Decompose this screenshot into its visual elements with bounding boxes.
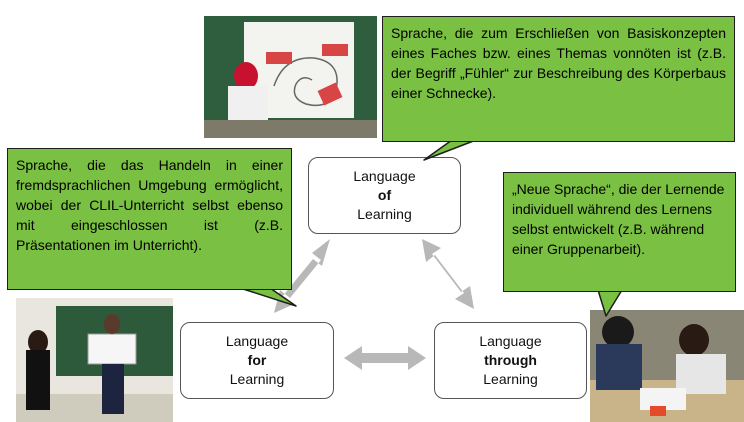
node-through-line3: Learning: [483, 371, 538, 387]
node-for-line3: Learning: [229, 371, 285, 387]
photo-group-work: [590, 310, 744, 422]
bubble-of-text: Sprache, die zum Erschließen von Basisko…: [391, 25, 726, 101]
node-language-for-learning: Language for Learning: [180, 322, 334, 399]
node-for-line2: for: [247, 352, 267, 368]
node-language-through-learning: Language through Learning: [434, 322, 587, 399]
bubble-for-text: Sprache, die das Handeln in einer fremds…: [16, 157, 283, 253]
arrow-of-through: [422, 239, 474, 309]
bubble-language-of: Sprache, die zum Erschließen von Basisko…: [382, 16, 735, 142]
node-of-line2: of: [377, 187, 392, 203]
node-for-line1: Language: [225, 333, 289, 349]
arrow-for-through: [344, 346, 426, 370]
node-through-line2: through: [484, 352, 537, 368]
photo-presentation-illustration: [16, 298, 173, 422]
photo-snail-drawing: [204, 16, 377, 138]
node-of-line3: Learning: [357, 206, 412, 222]
bubble-through-tail: [597, 289, 623, 317]
node-language-of-learning: Language of Learning: [308, 157, 461, 234]
node-of-line1: Language: [353, 168, 416, 184]
bubble-of-tail: [423, 139, 477, 161]
bubble-language-for: Sprache, die das Handeln in einer fremds…: [7, 148, 292, 290]
photo-snail-drawing-illustration: [204, 16, 377, 138]
arrow-of-for: [274, 239, 330, 313]
bubble-for-tail: [239, 287, 297, 307]
bubble-language-through: „Neue Sprache“, die der Lernende individ…: [503, 172, 736, 292]
node-through-line1: Language: [479, 333, 542, 349]
bubble-through-text: „Neue Sprache“, die der Lernende individ…: [512, 181, 725, 257]
photo-presentation: [16, 298, 173, 422]
photo-group-work-illustration: [590, 310, 744, 422]
